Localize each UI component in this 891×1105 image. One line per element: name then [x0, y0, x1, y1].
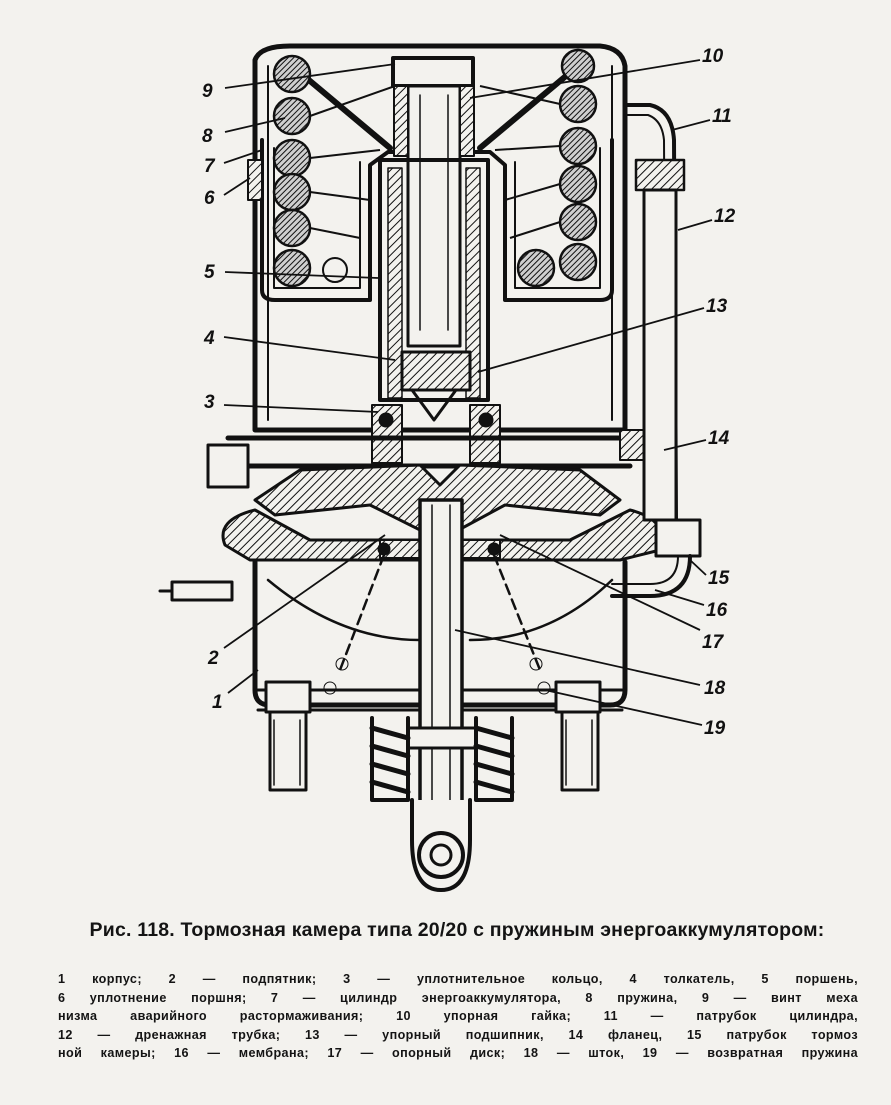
pusher [378, 158, 490, 402]
callout-5: 5 [204, 262, 215, 283]
callout-9: 9 [202, 81, 213, 102]
callout-14: 14 [708, 428, 730, 449]
release-screw-head [391, 56, 475, 88]
legend-line: 1 корпус; 2 — подпятник; 3 — уплотнитель… [58, 972, 858, 986]
legend-line: 6 уплотнение поршня; 7 — цилиндр энергоа… [58, 990, 858, 1005]
power-spring [272, 48, 598, 288]
callout-19: 19 [704, 718, 726, 739]
callout-1: 1 [212, 692, 223, 713]
figure-legend: 1 корпус; 2 — подпятник; 3 — уплотнитель… [58, 970, 858, 1063]
legend-line: ной камеры; 16 — мембрана; 17 — опорный … [58, 1046, 858, 1060]
callout-2: 2 [207, 648, 219, 669]
callout-15: 15 [708, 568, 730, 589]
callout-16: 16 [706, 600, 728, 621]
callout-6: 6 [204, 188, 215, 209]
thrust-bearing [400, 350, 472, 392]
release-screw [406, 84, 462, 348]
mounting-stud-left [264, 680, 312, 792]
piston-seal [247, 159, 263, 201]
callout-17: 17 [702, 632, 725, 653]
leader-lines [223, 59, 713, 726]
callout-8: 8 [202, 126, 213, 147]
figure-caption-title: Рис. 118. Тормозная камера типа 20/20 с … [89, 919, 825, 941]
cylinder-port-tube [623, 103, 678, 522]
callout-10: 10 [702, 46, 724, 67]
callout-7: 7 [204, 156, 216, 177]
callout-12: 12 [714, 206, 736, 227]
chamber-port [610, 554, 692, 598]
callout-4: 4 [203, 328, 215, 349]
callout-3: 3 [204, 392, 215, 413]
return-spring [338, 553, 542, 672]
drain-tube-nut [634, 158, 686, 192]
rod [418, 498, 464, 812]
legend-line: 12 — дренажная трубка; 13 — упорный подш… [58, 1027, 858, 1042]
cylinder-housing [252, 43, 628, 433]
brake-chamber-drawing: 9 8 7 6 5 4 3 10 11 12 13 14 15 16 17 18… [158, 43, 736, 892]
boot-bellows [370, 716, 514, 802]
drain-tube [642, 188, 678, 522]
callout-11: 11 [712, 106, 732, 127]
mounting-stud-right [554, 680, 602, 792]
callout-13: 13 [706, 296, 728, 317]
callout-18: 18 [704, 678, 726, 699]
legend-line: низма аварийного растормаживания; 10 упо… [58, 1009, 858, 1023]
